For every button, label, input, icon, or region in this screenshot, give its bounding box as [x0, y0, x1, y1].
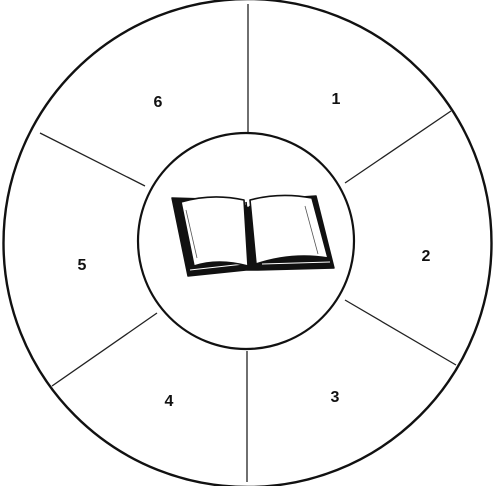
open-book-icon: [172, 195, 334, 276]
segment-label-3: 3: [331, 389, 340, 406]
segment-label-2: 2: [422, 248, 431, 265]
segment-label-4: 4: [165, 393, 174, 410]
segment-label-1: 1: [332, 91, 341, 108]
segment-label-6: 6: [154, 94, 163, 111]
segment-label-5: 5: [78, 257, 87, 274]
